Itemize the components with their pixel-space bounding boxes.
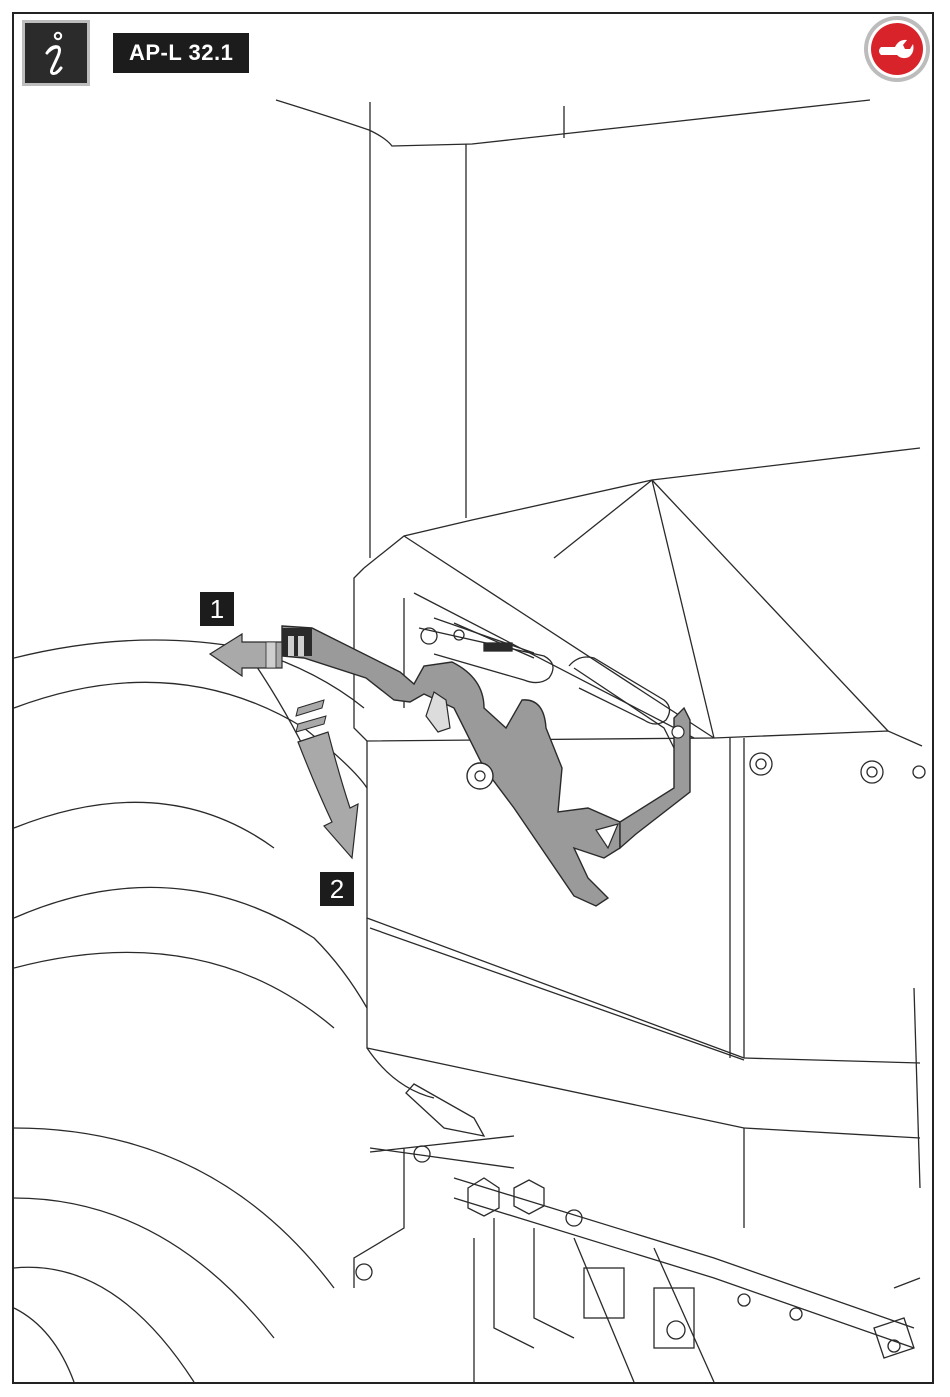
arrow-rotate-down — [296, 700, 358, 858]
release-lever — [282, 626, 690, 906]
technical-illustration — [14, 88, 934, 1382]
info-icon — [22, 20, 90, 86]
callout-step-2: 2 — [320, 872, 354, 906]
wrench-icon — [862, 14, 932, 84]
callout-step-1: 1 — [200, 592, 234, 626]
arrow-pull-left — [210, 634, 282, 676]
procedure-code-label: AP-L 32.1 — [113, 33, 249, 73]
